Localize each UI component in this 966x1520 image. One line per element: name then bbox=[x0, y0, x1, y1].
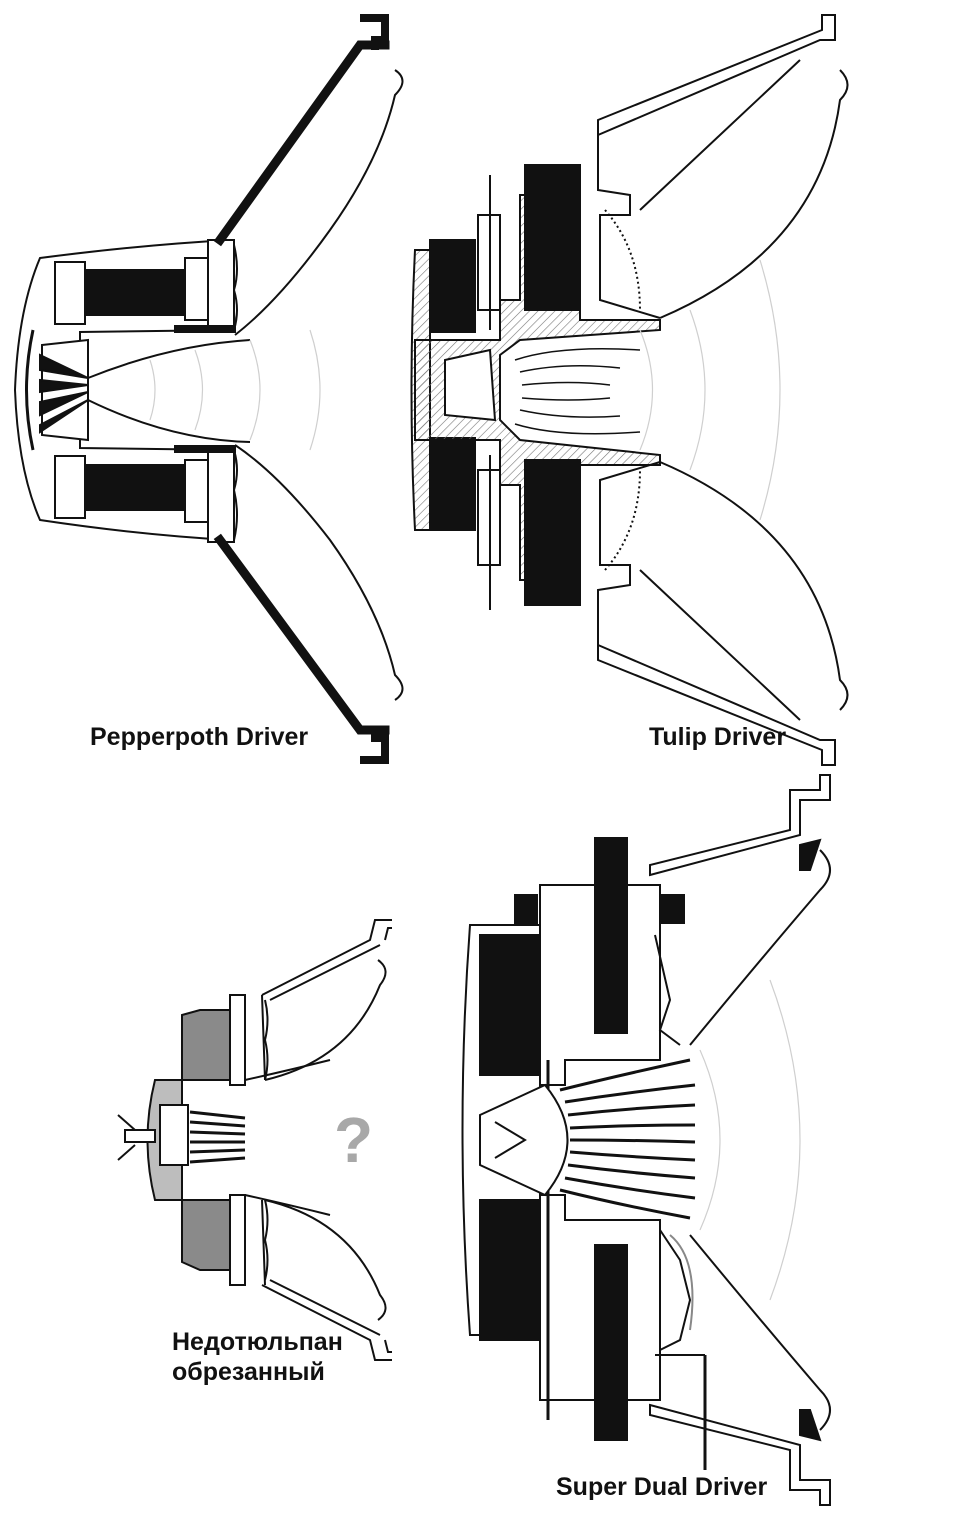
pepperpoth-driver-diagram bbox=[13, 14, 404, 764]
nedotulip-driver-diagram bbox=[117, 919, 392, 1361]
tulip-driver-diagram bbox=[410, 14, 849, 766]
nedotulip-label-line1: Недотюльпан bbox=[172, 1328, 343, 1356]
super-dual-driver-label: Super Dual Driver bbox=[556, 1473, 768, 1501]
nedotulip-label-line2: обрезанный bbox=[172, 1358, 325, 1386]
super-dual-driver-diagram bbox=[461, 774, 831, 1506]
tulip-driver-label: Tulip Driver bbox=[649, 723, 787, 751]
pepperpoth-driver-label: Pepperpoth Driver bbox=[90, 723, 309, 751]
question-mark: ? bbox=[334, 1104, 374, 1176]
